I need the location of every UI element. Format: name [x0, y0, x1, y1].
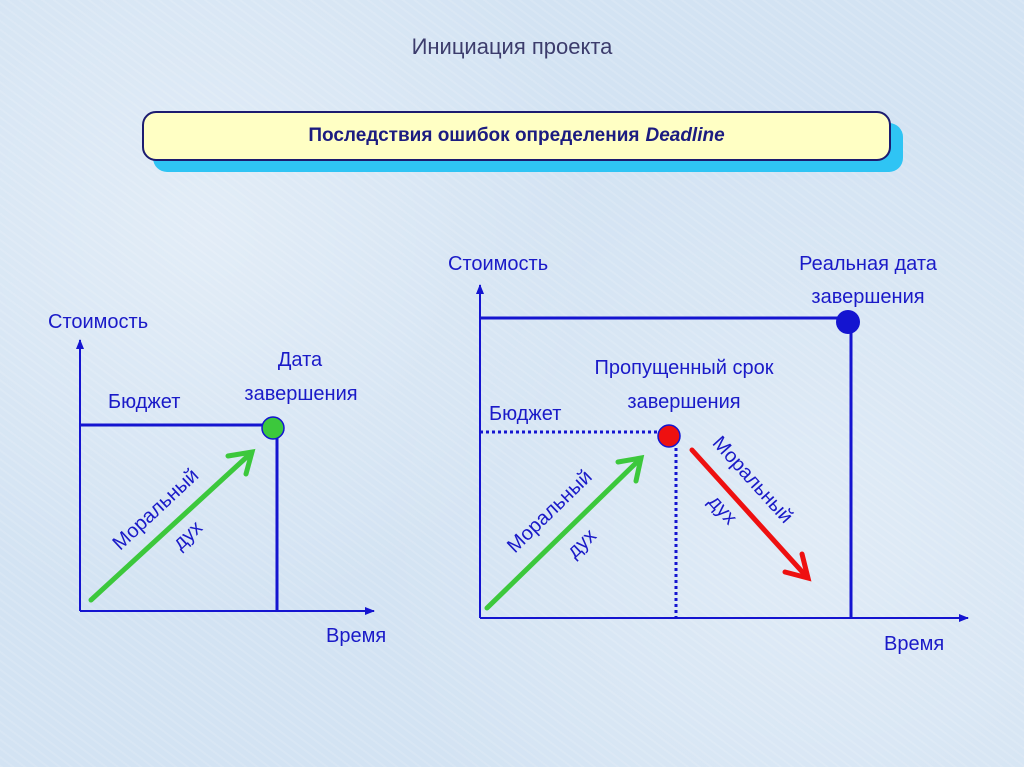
right-missed-completion-point: [657, 424, 681, 448]
right-budget-label: Бюджет: [489, 403, 561, 425]
right-real-date-label-2: завершения: [811, 286, 924, 308]
banner: Последствия ошибок определения Deadline: [142, 111, 891, 161]
right-morale-up-arrow: [484, 454, 645, 611]
right-x-axis-label: Время: [884, 633, 944, 655]
left-completion-label-1: Дата: [278, 349, 323, 371]
right-morale-down-arrow: [689, 447, 812, 582]
slide-title: Инициация проекта: [411, 34, 613, 59]
left-morale-arrow: [88, 448, 256, 603]
right-real-date-label-1: Реальная дата: [799, 253, 938, 275]
right-diagram: Стоимость Время Реальная дата завершения…: [448, 253, 969, 655]
right-real-completion-point: [836, 310, 860, 334]
left-budget-label: Бюджет: [108, 391, 180, 413]
right-y-axis-label: Стоимость: [448, 253, 548, 275]
banner-text: Последствия ошибок определения: [308, 125, 640, 146]
left-x-axis-label: Время: [326, 625, 386, 647]
left-completion-point: [261, 416, 285, 440]
left-diagram: Стоимость Время Бюджет Дата завершения М…: [48, 311, 386, 647]
left-completion-label-2: завершения: [244, 383, 357, 405]
right-missed-label-1: Пропущенный срок: [595, 357, 774, 379]
banner-emphasis: Deadline: [645, 125, 725, 146]
right-missed-label-2: завершения: [627, 391, 740, 413]
left-y-axis-label: Стоимость: [48, 311, 148, 333]
